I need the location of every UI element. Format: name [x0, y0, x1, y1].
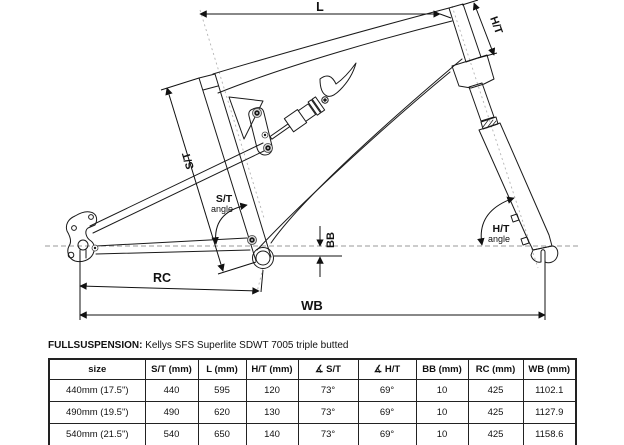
table-cell: 440	[144, 379, 199, 402]
header-cell-2: L (mm)	[197, 358, 247, 380]
table-cell: 140	[245, 423, 299, 445]
seat-tube-axis	[199, 9, 265, 293]
table-cell: 1102.1	[522, 379, 577, 402]
head-tube-axis	[451, 5, 539, 269]
label-HT: H/T	[487, 15, 504, 36]
label-ST: S/T	[180, 150, 197, 170]
dim-HT-angle	[477, 196, 515, 246]
table-cell: 10	[415, 401, 469, 424]
table-cell: 650	[197, 423, 247, 445]
table-cell: 1158.6	[522, 423, 577, 445]
table-cell: 620	[197, 401, 247, 424]
table-cell: 120	[245, 379, 299, 402]
header-cell-4: ∡ S/T	[297, 358, 359, 380]
label-RC: RC	[153, 271, 171, 285]
header-cell-5: ∡ H/T	[357, 358, 417, 380]
table-cell: 440mm (17.5")	[48, 379, 146, 402]
table-cell: 10	[415, 423, 469, 445]
table-cell: 540mm (21.5")	[48, 423, 146, 445]
table-cell: 490mm (19.5")	[48, 401, 146, 424]
table-cell: 1127.9	[522, 401, 577, 424]
label-ST-angle-sub: angle	[211, 204, 233, 214]
table-cell: 69°	[357, 423, 417, 445]
header-cell-7: RC (mm)	[467, 358, 524, 380]
label-ST-angle: S/T	[216, 193, 233, 205]
table-cell: 69°	[357, 379, 417, 402]
frame-outline	[65, 3, 559, 269]
table-cell: 10	[415, 379, 469, 402]
frame-geometry-diagram: L H/T S/T BB RC	[45, 0, 578, 320]
table-cell: 73°	[297, 423, 359, 445]
dim-L	[199, 10, 452, 19]
dim-BB	[274, 226, 342, 277]
pivot-points	[91, 108, 273, 252]
table-cell: 73°	[297, 379, 359, 402]
dim-RC	[79, 255, 264, 320]
table-cell: 69°	[357, 401, 417, 424]
dim-HT	[461, 0, 498, 59]
table-cell: 595	[197, 379, 247, 402]
rear-shock	[269, 96, 329, 140]
caption-text: Kellys SFS Superlite SDWT 7005 triple bu…	[142, 340, 349, 351]
table-cell: 425	[467, 401, 524, 424]
header-cell-8: WB (mm)	[522, 358, 577, 380]
caption-bold: FULLSUSPENSION:	[48, 340, 143, 351]
table-cell: 490	[144, 401, 199, 424]
label-WB: WB	[301, 298, 323, 313]
header-cell-6: BB (mm)	[415, 358, 469, 380]
dim-WB	[79, 260, 546, 320]
label-HT-angle: H/T	[493, 223, 511, 235]
dim-ST-angle	[211, 202, 248, 245]
label-L: L	[316, 0, 324, 14]
header-cell-3: H/T (mm)	[245, 358, 299, 380]
label-BB: BB	[325, 232, 337, 248]
table-cell: 73°	[297, 401, 359, 424]
header-cell-0: size	[48, 358, 146, 380]
table-cell: 540	[144, 423, 199, 445]
table-caption: FULLSUSPENSION: Kellys SFS Superlite SDW…	[48, 340, 348, 351]
table-cell: 425	[467, 379, 524, 402]
table-cell: 130	[245, 401, 299, 424]
table-cell: 425	[467, 423, 524, 445]
header-cell-1: S/T (mm)	[144, 358, 199, 380]
label-HT-angle-sub: angle	[488, 234, 510, 244]
